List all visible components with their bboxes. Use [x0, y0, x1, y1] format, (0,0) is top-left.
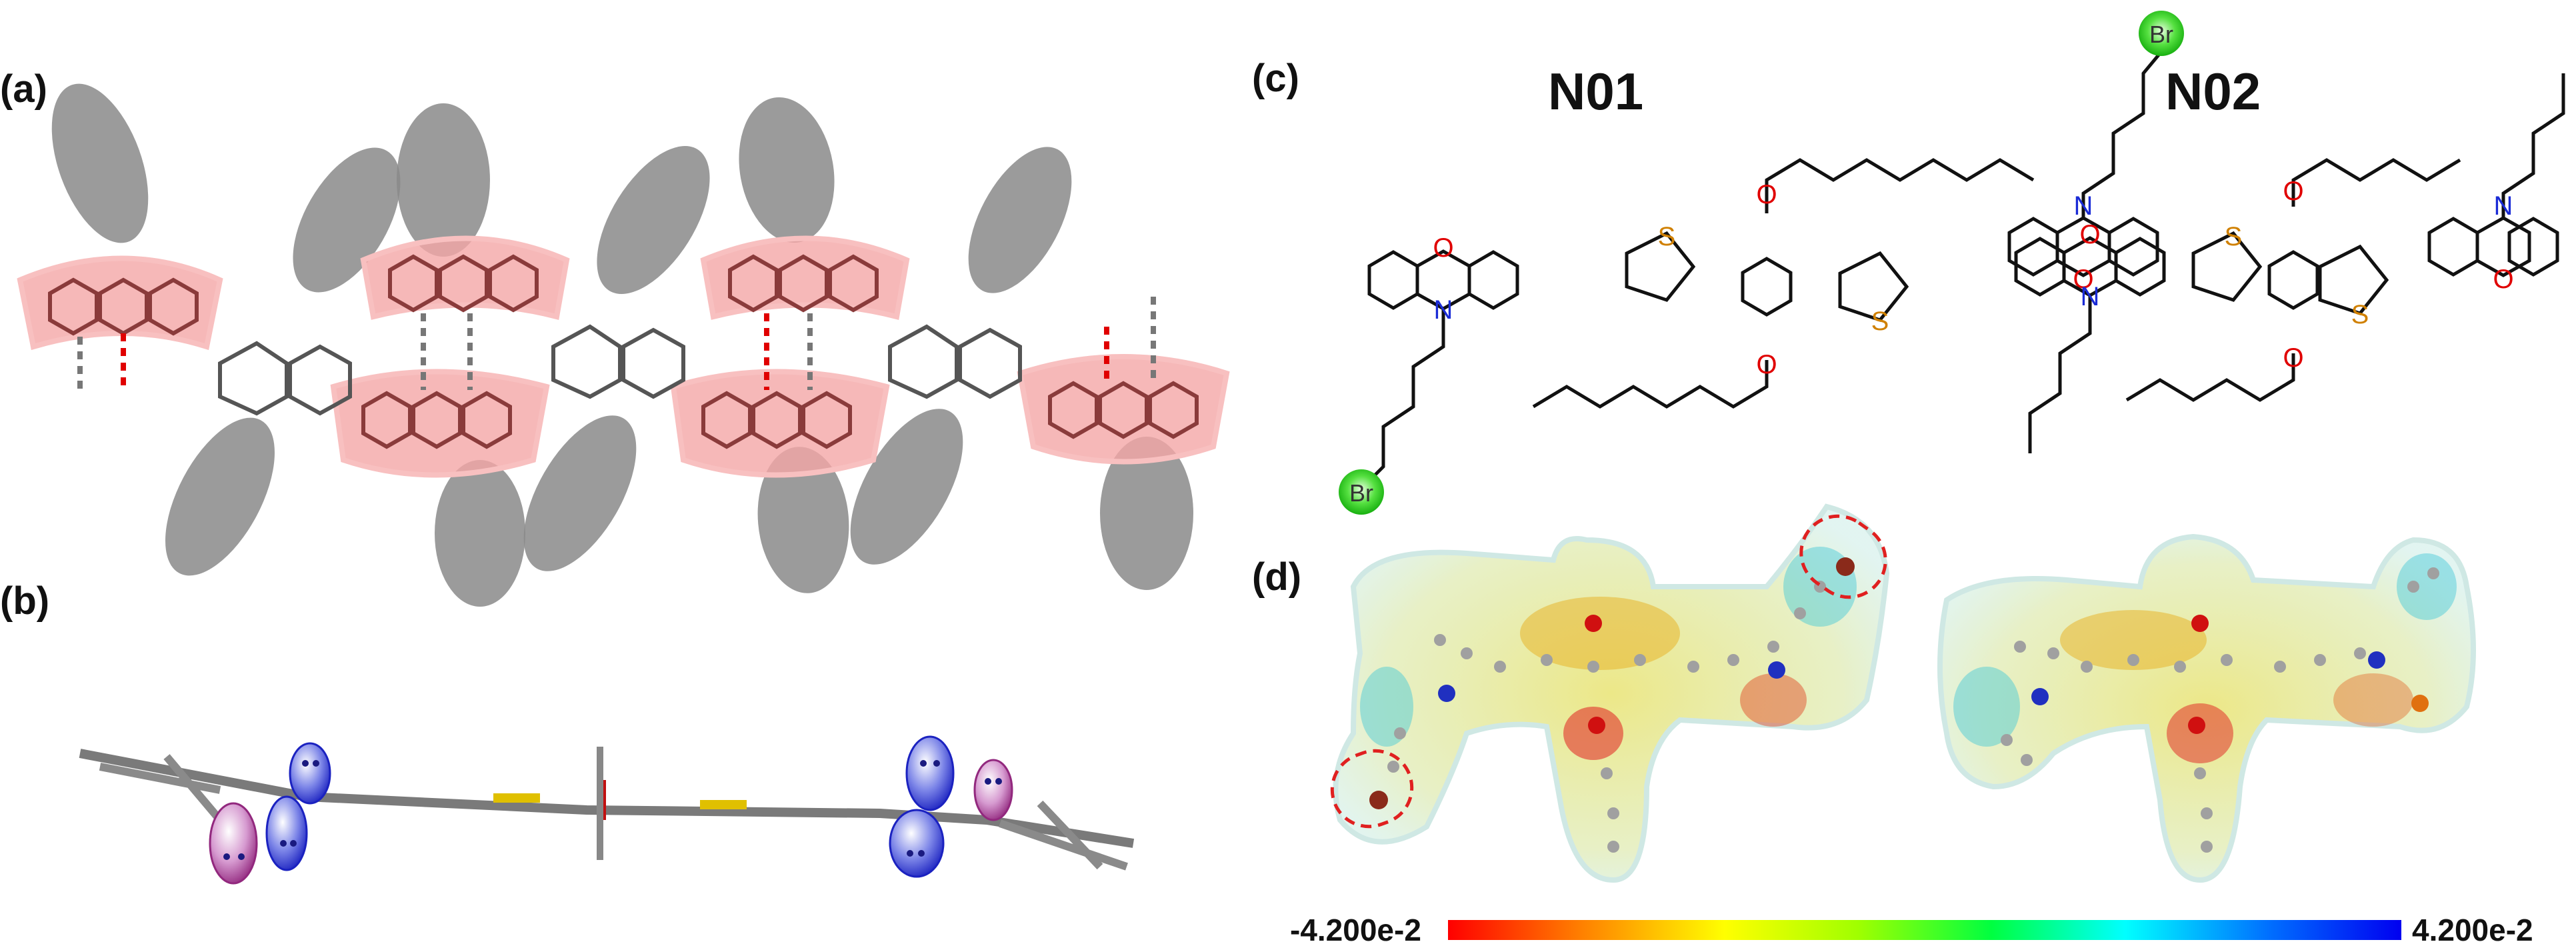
pi-stacking-highlights: [17, 235, 1230, 478]
atom-label-O: O: [2283, 343, 2303, 373]
bromine-atom: [1369, 791, 1388, 809]
molecule-name-n02: N02: [2165, 62, 2261, 121]
sulfur-atom: [493, 793, 540, 803]
atom-label-O: O: [2283, 177, 2303, 206]
panel-label-b: (b): [0, 579, 50, 623]
atom-label-S: S: [2351, 300, 2369, 329]
panel-c-structure-n02: O N S S O O N O: [2016, 73, 2565, 453]
atom-label-O: O: [1433, 233, 1453, 263]
bromine-atom: [1836, 557, 1855, 576]
atom-label-N: N: [2081, 282, 2100, 311]
sulfur-atom: [700, 800, 747, 809]
panel-label-c: (c): [1252, 57, 1299, 100]
panel-c-structure-n01: O N S S O O N O Br Br: [1339, 11, 2184, 515]
atom-label-N: N: [2074, 191, 2093, 221]
intermolecular-contacts: [77, 297, 1156, 393]
lone-pair-lobes: [209, 735, 1013, 885]
atom-label-S: S: [1658, 222, 1676, 251]
atom-label-N: N: [1434, 295, 1453, 325]
bromine-highlight-upper: [1799, 514, 1887, 599]
atom-label-O: O: [1756, 180, 1777, 209]
panel-label-a: (a): [0, 67, 47, 111]
panel-d-esp-n01: [1330, 503, 1890, 883]
panel-label-d: (d): [1252, 555, 1302, 599]
thiophene-cores: [218, 324, 1022, 416]
atom-label-Br: Br: [1349, 479, 1373, 507]
atom-label-S: S: [2225, 222, 2243, 251]
panel-d-esp-n02: [1937, 533, 2476, 883]
molecule-name-n01: N01: [1548, 62, 1644, 121]
atom-label-N: N: [2494, 191, 2513, 221]
atom-label-O: O: [2493, 265, 2513, 294]
bromine-atom-lower: [1339, 469, 1384, 515]
panel-a-crystal-packing: [17, 83, 1230, 607]
bromine-atom-upper: [2139, 11, 2184, 56]
atom-label-Br: Br: [2149, 21, 2173, 48]
esp-colorbar: [1448, 920, 2401, 940]
alkyl-chain-ellipses: [51, 83, 1193, 607]
colorbar-max-label: 4.200e-2: [2412, 913, 2533, 947]
bromine-highlight-lower: [1330, 749, 1414, 829]
panel-b-side-view: [79, 735, 1135, 885]
colorbar-min-label: -4.200e-2: [1290, 913, 1421, 947]
atom-label-O: O: [2079, 220, 2100, 249]
atom-label-O: O: [1756, 350, 1777, 379]
atom-label-S: S: [1871, 307, 1889, 336]
